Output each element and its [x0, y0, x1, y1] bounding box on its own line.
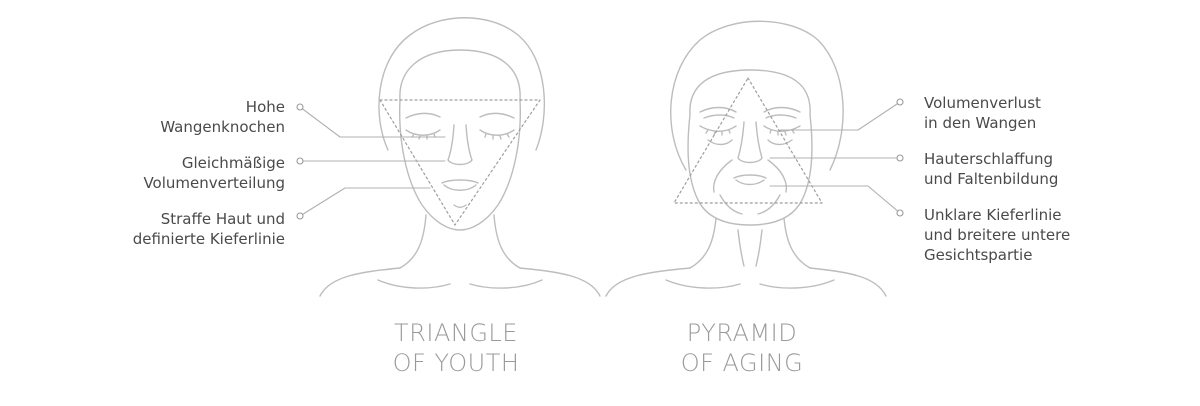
caption-line: PYRAMID: [686, 319, 798, 347]
callout-line-volume-loss: [779, 101, 901, 131]
label-line: Unklare Kieferlinie: [924, 206, 1062, 224]
callout-line-jaw: [299, 187, 431, 217]
youth-face-drawing: [319, 17, 601, 297]
caption-triangle-of-youth: TRIANGLE OF YOUTH: [326, 318, 586, 378]
youth-callout-lines: [299, 106, 446, 217]
label-line: in den Wangen: [924, 114, 1037, 132]
label-line: und breitere untere: [924, 226, 1071, 244]
aging-face-drawing: [605, 20, 887, 297]
callout-dot: [296, 212, 304, 220]
youth-callout-dots: [296, 103, 304, 220]
aging-callout-dots: [896, 98, 904, 217]
callout-line-cheekbones: [299, 106, 446, 138]
label-line: Hohe: [245, 98, 285, 116]
label-sagging: Hauterschlaffung und Faltenbildung: [924, 149, 1058, 189]
callout-dot: [896, 154, 904, 162]
label-line: und Faltenbildung: [924, 170, 1059, 188]
label-even-volume: Gleichmäßige Volumenverteilung: [143, 153, 285, 193]
callout-line-jawline: [769, 185, 901, 214]
caption-pyramid-of-aging: PYRAMID OF AGING: [612, 318, 872, 378]
label-line: Straffe Haut und: [160, 210, 285, 228]
callout-dot: [896, 209, 904, 217]
label-line: Gleichmäßige: [181, 154, 285, 172]
label-volume-loss: Volumenverlust in den Wangen: [924, 93, 1041, 133]
label-firm-skin: Straffe Haut und definierte Kieferlinie: [133, 209, 285, 249]
label-line: Wangenknochen: [160, 118, 285, 136]
caption-line: OF AGING: [680, 349, 804, 377]
label-line: Gesichtspartie: [924, 246, 1033, 264]
caption-line: TRIANGLE: [394, 319, 518, 347]
caption-line: OF YOUTH: [392, 349, 520, 377]
label-line: Volumenverlust: [924, 94, 1041, 112]
label-line: Hauterschlaffung: [924, 150, 1054, 168]
label-line: Volumenverteilung: [143, 174, 285, 192]
callout-dot: [296, 157, 304, 165]
aging-callout-lines: [769, 101, 901, 214]
callout-dot: [896, 98, 904, 106]
label-line: definierte Kieferlinie: [132, 230, 285, 248]
callout-dot: [296, 103, 304, 111]
label-high-cheekbones: Hohe Wangenknochen: [160, 97, 285, 137]
label-jawline: Unklare Kieferlinie und breitere untere …: [924, 205, 1070, 265]
